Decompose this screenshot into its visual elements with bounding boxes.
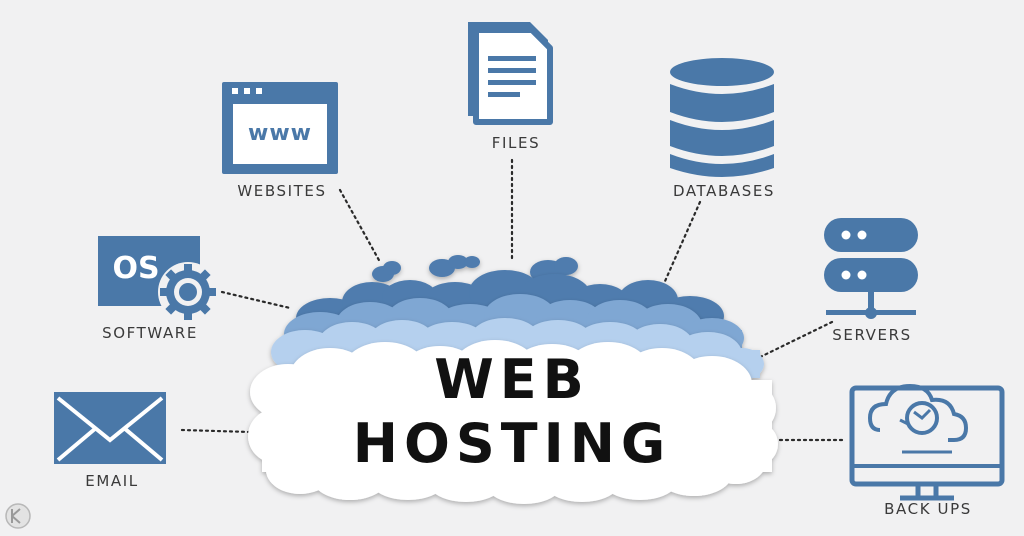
node-backups: BACK UPS (849, 383, 1005, 518)
connector-databases (660, 200, 702, 290)
title-line-hosting: HOSTING (353, 412, 671, 475)
envelope-icon (54, 392, 166, 464)
servers-label: SERVERS (832, 326, 911, 344)
connector-email (180, 428, 252, 434)
backups-label: BACK UPS (884, 500, 972, 518)
node-files: FILES (468, 22, 553, 152)
database-icon (670, 58, 774, 177)
connector-software (220, 290, 292, 310)
connectors (180, 158, 844, 442)
node-servers: SERVERS (824, 218, 918, 344)
round-logo-badge-icon (5, 503, 31, 529)
server-rack-icon (824, 218, 918, 319)
www-icon-text: www (248, 121, 312, 146)
connector-websites (338, 188, 382, 264)
title-line-web: WEB (434, 348, 590, 411)
os-gear-icon: OS (98, 236, 218, 322)
files-label: FILES (492, 134, 540, 152)
node-databases: DATABASES (670, 58, 775, 200)
os-icon-text: OS (112, 251, 159, 286)
websites-label: WEBSITES (237, 182, 326, 200)
software-label: SOFTWARE (102, 324, 198, 342)
cloud-cluster: WEB HOSTING (248, 255, 778, 504)
cloud-layer-white (248, 340, 778, 504)
node-websites: www WEBSITES (222, 82, 338, 200)
node-email: EMAIL (54, 392, 166, 490)
email-label: EMAIL (85, 472, 138, 490)
files-icon (468, 22, 553, 125)
node-software: OS SOFTWARE (98, 236, 218, 342)
connector-servers (748, 320, 834, 364)
monitor-cloud-backup-icon (849, 383, 1005, 501)
databases-label: DATABASES (673, 182, 775, 200)
browser-window-icon: www (222, 82, 338, 174)
